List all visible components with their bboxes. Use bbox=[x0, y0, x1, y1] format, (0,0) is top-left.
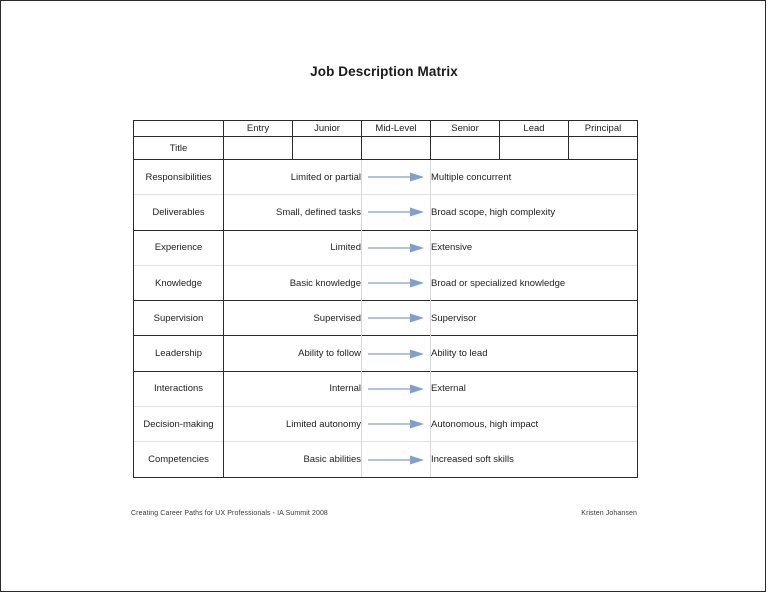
value-right-competencies[interactable]: Increased soft skills bbox=[430, 441, 638, 478]
level-header-lead: Lead bbox=[499, 120, 569, 137]
row-label-responsibilities: Responsibilities bbox=[133, 158, 224, 195]
progression-arrow-icon bbox=[361, 300, 431, 336]
row-label-title: Title bbox=[133, 136, 224, 160]
title-cell-entry[interactable] bbox=[223, 136, 293, 160]
progression-arrow-icon bbox=[361, 264, 431, 301]
progression-arrow-icon bbox=[361, 406, 431, 442]
value-left-deliverables[interactable]: Small, defined tasks bbox=[223, 194, 362, 231]
value-right-knowledge[interactable]: Broad or specialized knowledge bbox=[430, 264, 638, 301]
row-label-supervision: Supervision bbox=[133, 300, 224, 336]
level-header-mid-level: Mid-Level bbox=[361, 120, 431, 137]
value-right-supervision[interactable]: Supervisor bbox=[430, 300, 638, 336]
title-cell-junior[interactable] bbox=[292, 136, 362, 160]
title-cell-principal[interactable] bbox=[568, 136, 638, 160]
progression-arrow-icon bbox=[361, 335, 431, 372]
value-right-leadership[interactable]: Ability to lead bbox=[430, 335, 638, 372]
progression-arrow-icon bbox=[361, 229, 431, 266]
title-cell-mid-level[interactable] bbox=[361, 136, 431, 160]
row-label-knowledge: Knowledge bbox=[133, 264, 224, 301]
footer-left-text: Creating Career Paths for UX Professiona… bbox=[131, 510, 328, 517]
title-cell-senior[interactable] bbox=[430, 136, 500, 160]
progression-arrow-icon bbox=[361, 194, 431, 231]
value-left-interactions[interactable]: Internal bbox=[223, 370, 362, 407]
level-header-entry: Entry bbox=[223, 120, 293, 137]
matrix-corner-cell bbox=[133, 120, 224, 137]
level-header-principal: Principal bbox=[568, 120, 638, 137]
progression-arrow-icon bbox=[361, 441, 431, 478]
value-right-experience[interactable]: Extensive bbox=[430, 229, 638, 266]
value-right-responsibilities[interactable]: Multiple concurrent bbox=[430, 158, 638, 195]
value-left-experience[interactable]: Limited bbox=[223, 229, 362, 266]
value-left-decision-making[interactable]: Limited autonomy bbox=[223, 406, 362, 442]
value-left-supervision[interactable]: Supervised bbox=[223, 300, 362, 336]
footer-right-text: Kristen Johansen bbox=[581, 510, 637, 517]
progression-arrow-icon bbox=[361, 158, 431, 195]
row-label-deliverables: Deliverables bbox=[133, 194, 224, 231]
page-title: Job Description Matrix bbox=[310, 64, 458, 79]
value-left-leadership[interactable]: Ability to follow bbox=[223, 335, 362, 372]
level-header-junior: Junior bbox=[292, 120, 362, 137]
value-left-responsibilities[interactable]: Limited or partial bbox=[223, 158, 362, 195]
value-right-decision-making[interactable]: Autonomous, high impact bbox=[430, 406, 638, 442]
row-label-leadership: Leadership bbox=[133, 335, 224, 372]
title-cell-lead[interactable] bbox=[499, 136, 569, 160]
row-label-competencies: Competencies bbox=[133, 441, 224, 478]
value-right-deliverables[interactable]: Broad scope, high complexity bbox=[430, 194, 638, 231]
value-left-knowledge[interactable]: Basic knowledge bbox=[223, 264, 362, 301]
row-label-decision-making: Decision-making bbox=[133, 406, 224, 442]
matrix-row-title: Title bbox=[133, 136, 638, 160]
row-label-experience: Experience bbox=[133, 229, 224, 266]
level-header-senior: Senior bbox=[430, 120, 500, 137]
row-label-interactions: Interactions bbox=[133, 370, 224, 407]
value-right-interactions[interactable]: External bbox=[430, 370, 638, 407]
progression-arrow-icon bbox=[361, 370, 431, 407]
value-left-competencies[interactable]: Basic abilities bbox=[223, 441, 362, 478]
